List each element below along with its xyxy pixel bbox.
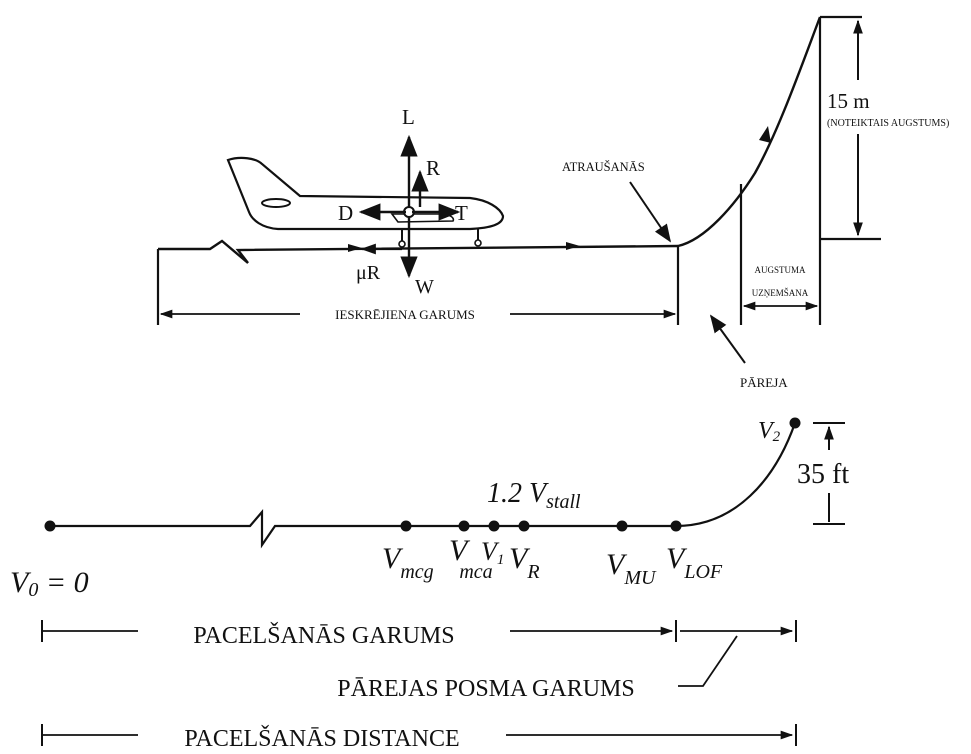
ground-roll-label: IESKRĒJIENA GARUMS [335,307,475,322]
v2-label: V2 [758,418,781,445]
runway-direction-arrow-2 [348,244,362,252]
stall-speed-label: 1.2 Vstall [487,478,581,513]
transition-segment-label: PĀREJAS POSMA GARUMS [337,676,634,702]
height-35-label: 35 ft [797,459,849,490]
v0-point [44,520,56,532]
vmca-point [458,520,470,532]
takeoff-distance-label: PACELŠANĀS DISTANCE [184,725,459,749]
climb-label-line2: UZŅEMŠANA [752,288,809,299]
vr-point [518,520,530,532]
v1-label: V1 [481,537,504,568]
flight-path [677,16,822,248]
airborne-curve [675,422,797,528]
ground-roll-diagram: L R D T μR W ATRAUŠANĀS 15 m (NOTEIKTAIS… [156,15,949,390]
height-note: (NOTEIKTAIS AUGSTUMS) [827,118,949,129]
v1-point [488,520,500,532]
runway-direction-arrow [566,242,580,250]
runway-line [158,239,679,264]
vmu-point [616,520,628,532]
transition-label: PĀREJA [740,375,788,390]
rotation-label: ATRAUŠANĀS [562,160,645,174]
rotation-pointer [629,181,672,243]
resultant-label: R [426,156,440,180]
transition-pointer [709,314,746,364]
v0-label: V0 = 0 [10,566,89,601]
lift-label: L [402,105,415,129]
drag-label: D [338,201,353,225]
speed-line [50,509,676,549]
height-value: 15 m [827,89,870,113]
weight-label: W [415,276,434,298]
climb-label-line1: AUGSTUMA [754,265,806,275]
friction-label: μR [356,262,381,284]
vmcg-label: Vmcg [382,542,434,583]
thrust-label: T [455,201,468,225]
vlof-point [670,520,682,532]
transition-segment-leader [678,635,738,687]
vmu-label: VMU [606,548,657,589]
flight-path-arrow [759,126,771,143]
vr-label: VR [509,542,540,583]
takeoff-roll-label: PACELŠANĀS GARUMS [193,622,454,649]
v2-point [789,417,801,429]
vmcg-point [400,520,412,532]
vlof-label: VLOF [666,542,723,583]
